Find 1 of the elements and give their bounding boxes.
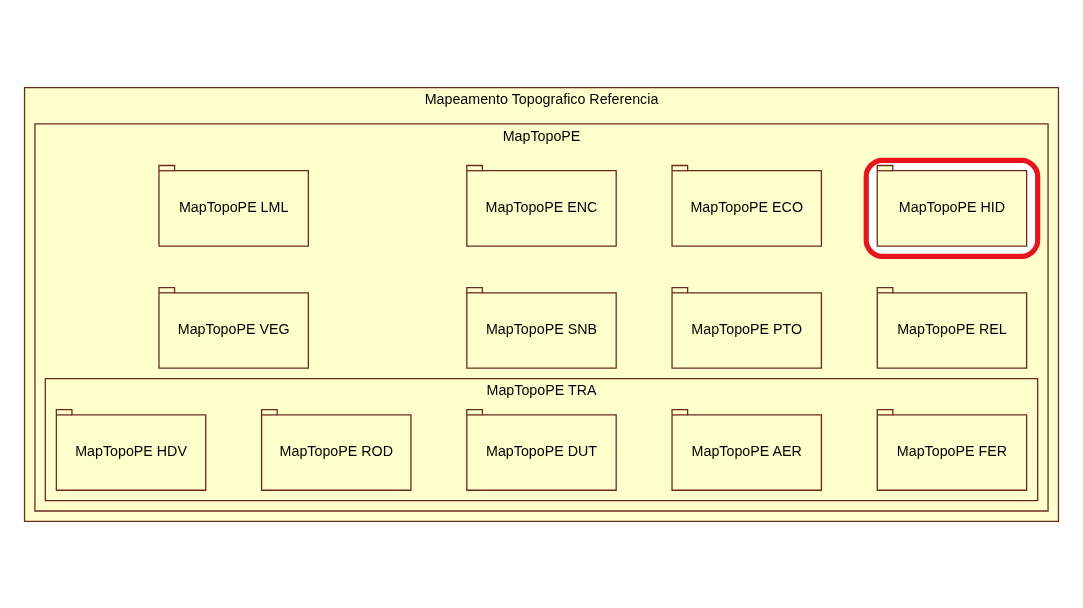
cluster bbox=[863, 157, 1041, 259]
